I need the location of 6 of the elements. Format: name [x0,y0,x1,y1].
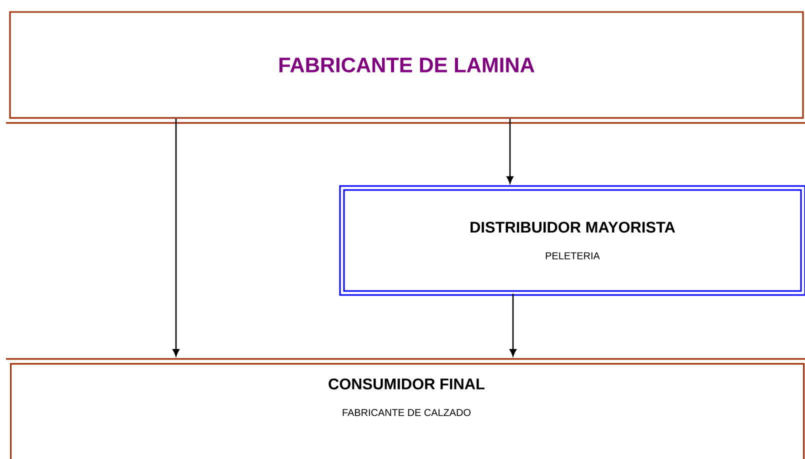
arrow [510,294,516,356]
arrow [172,118,180,356]
box: FABRICANTE DE LAMINA [6,11,805,124]
box: CONSUMIDOR FINAL FABRICANTE DE CALZADO [6,358,805,459]
box: DISTRIBUIDOR MAYORISTA PELETERIA [339,185,805,296]
arrow [506,118,514,184]
